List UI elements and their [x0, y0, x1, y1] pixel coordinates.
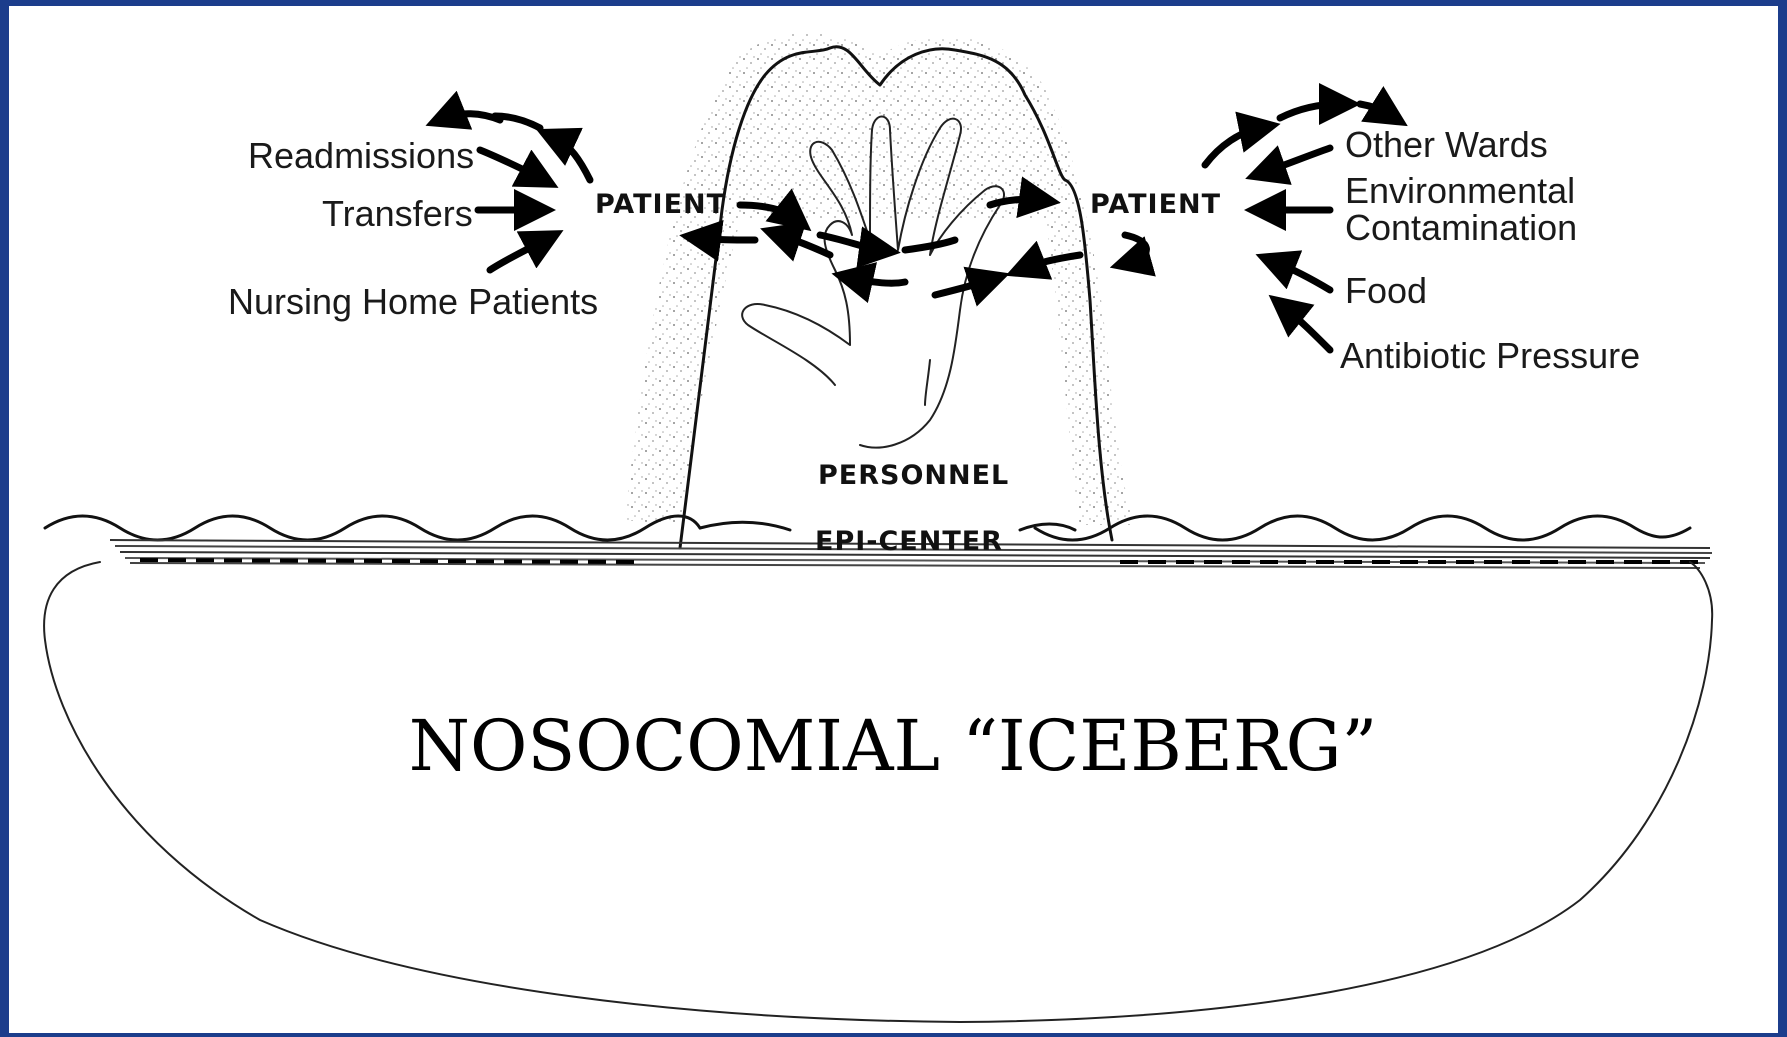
epicenter-line-right — [1020, 524, 1075, 530]
waterline-left — [45, 516, 700, 540]
tip-shading — [625, 33, 1135, 525]
left-patient-label: PATIENT — [595, 189, 726, 220]
iceberg-submerged — [44, 562, 1712, 1022]
waterline-right — [1035, 516, 1690, 540]
epicenter-line-left — [700, 522, 790, 530]
source-other-wards: Other Wards — [1345, 124, 1548, 165]
diagram-title: NOSOCOMIAL “ICEBERG” — [409, 705, 1378, 787]
source-environmental: Environmental — [1345, 170, 1575, 211]
source-food: Food — [1345, 270, 1427, 311]
source-contamination: Contamination — [1345, 207, 1577, 248]
source-nursing-home: Nursing Home Patients — [228, 281, 598, 322]
source-transfers: Transfers — [322, 193, 473, 234]
epicenter-label: EPI-CENTER — [815, 526, 1003, 557]
source-readmissions: Readmissions — [248, 135, 474, 176]
source-antibiotic-pressure: Antibiotic Pressure — [1340, 335, 1640, 376]
personnel-label: PERSONNEL — [818, 460, 1009, 491]
right-patient-label: PATIENT — [1090, 189, 1221, 220]
